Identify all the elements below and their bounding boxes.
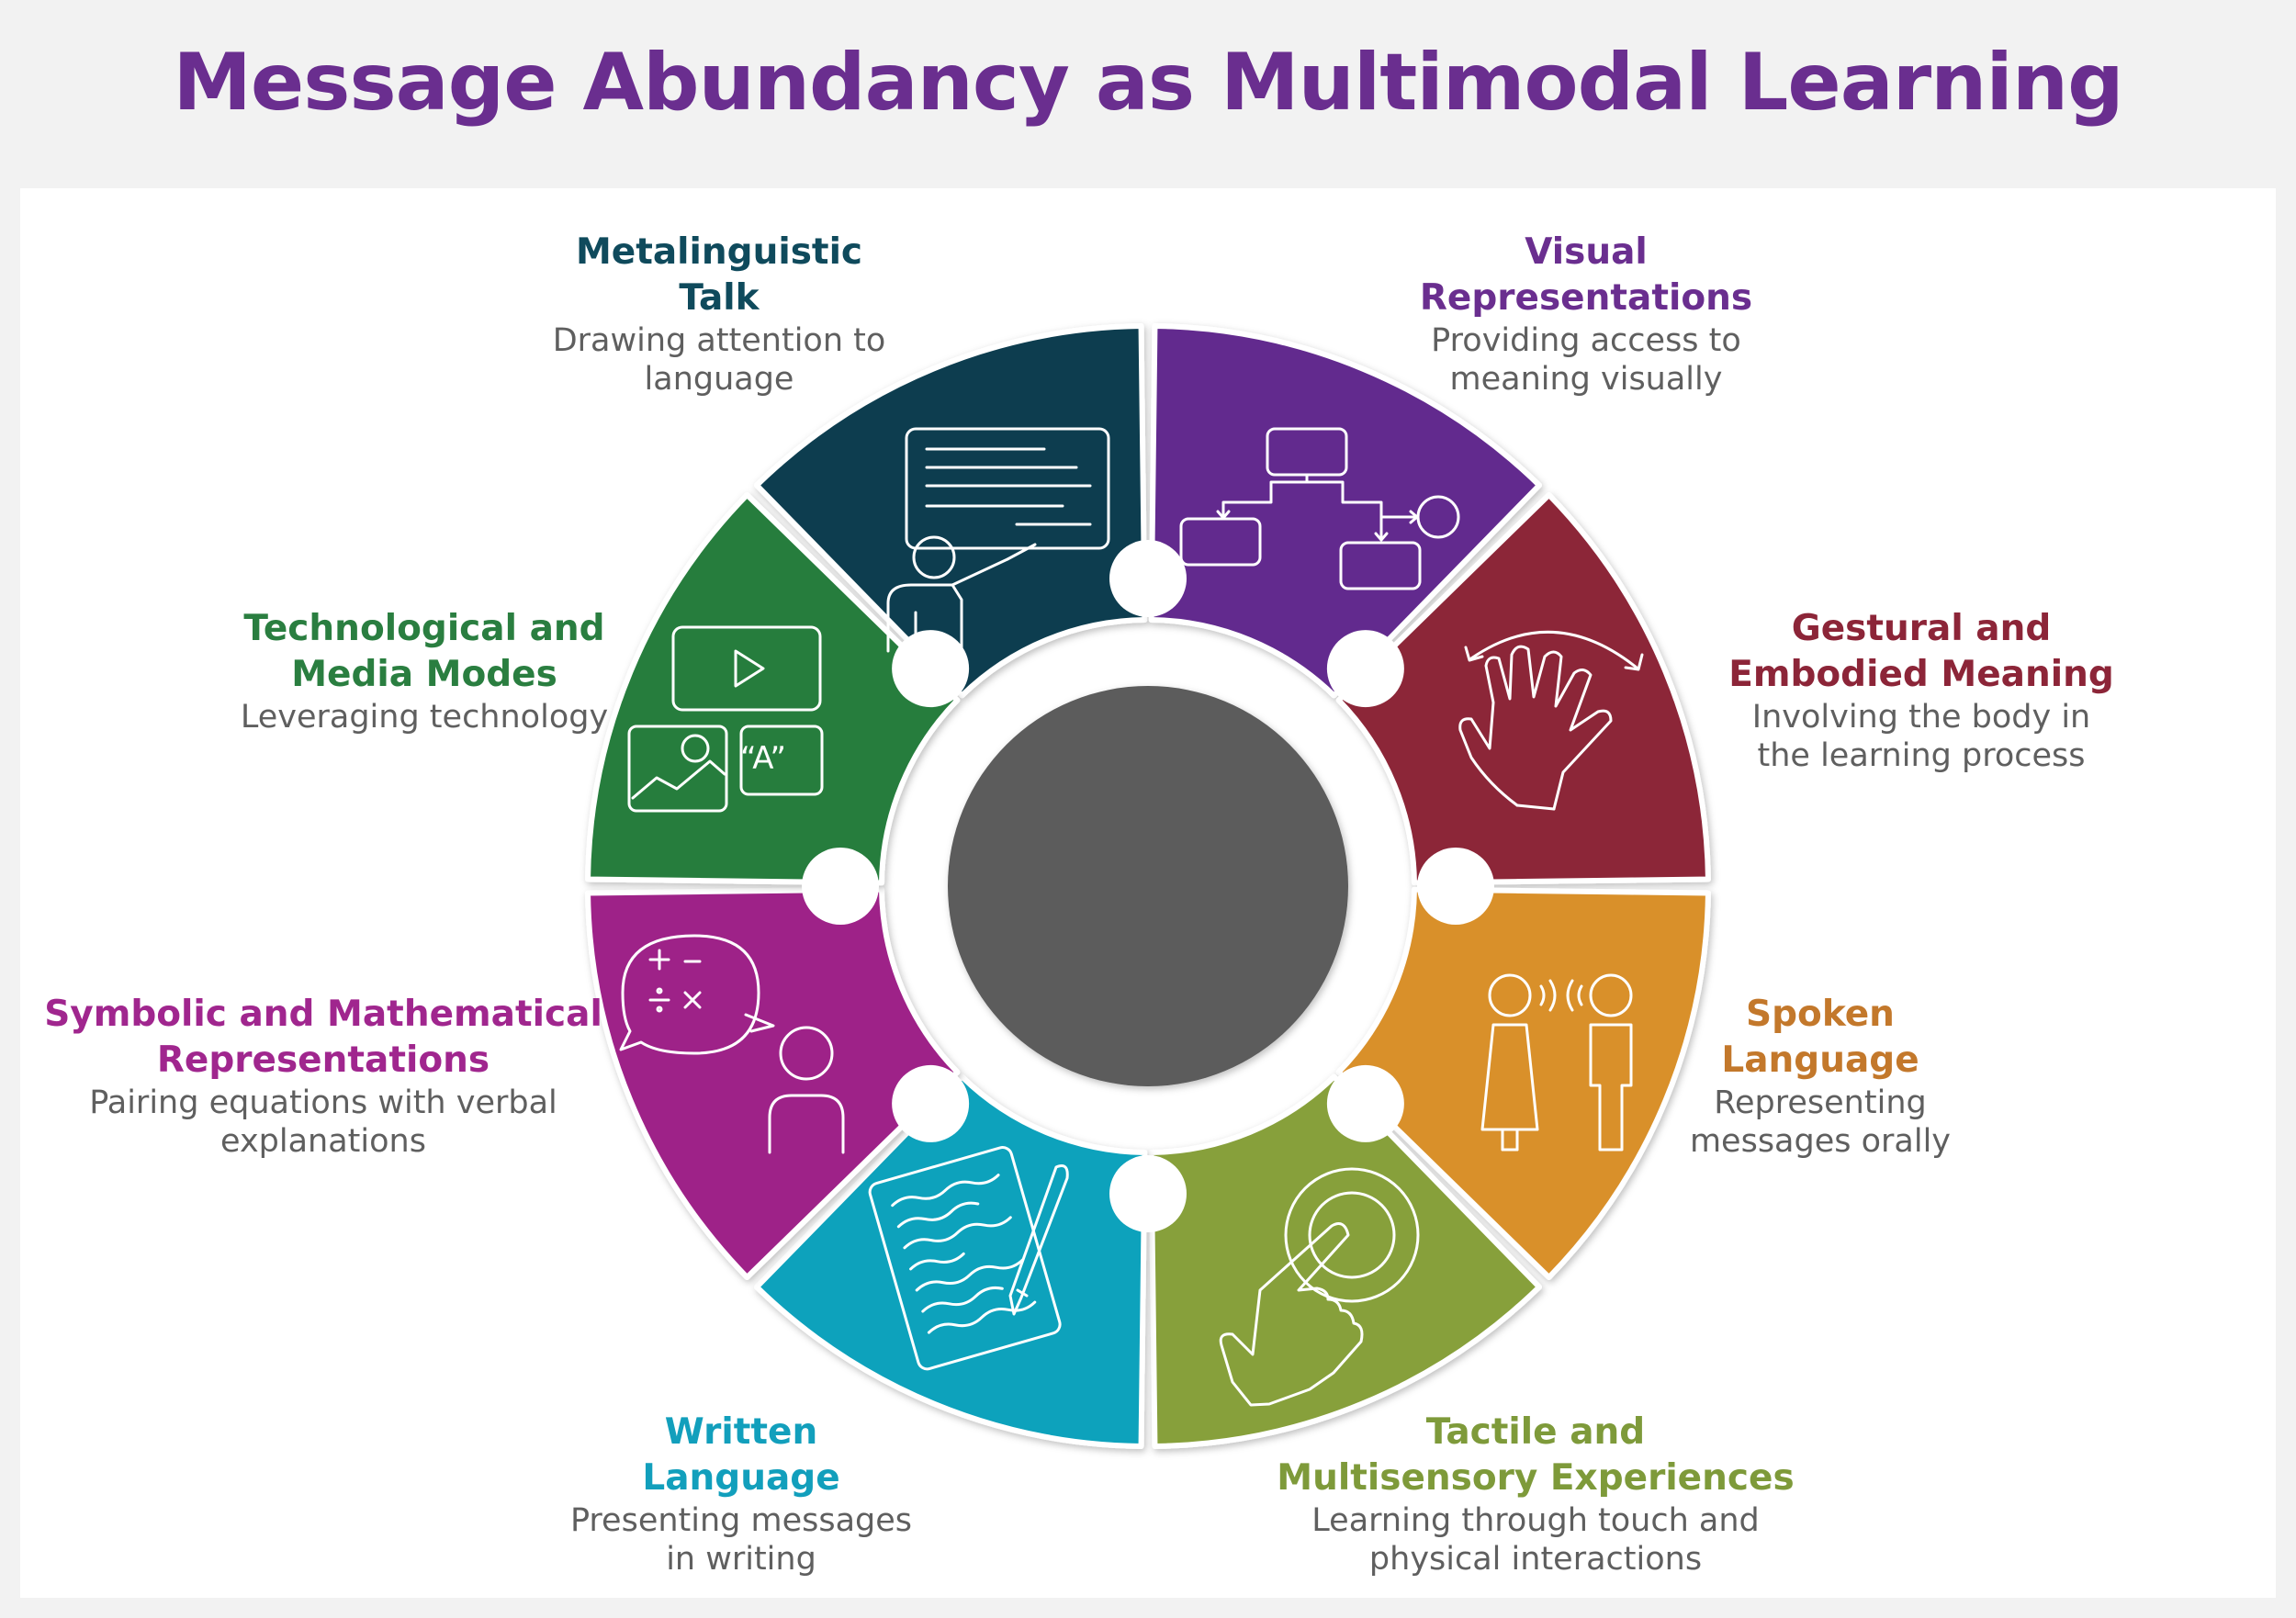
page-title: Message Abundancy as Multimodal Learning: [173, 37, 2123, 129]
label-metalinguistic-talk: Metalinguistic Talk Drawing attention to…: [434, 230, 1004, 399]
center-circle: [948, 686, 1348, 1086]
segment-gestural: [1335, 491, 1711, 886]
label-gestural-embodied: Gestural and Embodied Meaning Involving …: [1637, 606, 2206, 775]
label-tactile-multisensory: Tactile and Multisensory Experiences Lea…: [1251, 1410, 1820, 1579]
flowchart-icon: [1179, 427, 1460, 590]
label-desc-line: in writing: [666, 1541, 816, 1578]
touch-hand-icon: [1219, 1167, 1420, 1407]
label-desc-line: Pairing equations with verbal: [89, 1084, 557, 1121]
label-title-line: Representations: [1419, 277, 1753, 319]
segment-notch: [892, 1064, 970, 1142]
label-desc-line: Providing access to: [1431, 322, 1741, 359]
label-title-line: Language: [642, 1457, 840, 1499]
label-title-line: Visual: [1525, 231, 1648, 273]
label-title-line: Symbolic and Mathematical: [44, 994, 602, 1035]
segment-metalinguistic: [753, 323, 1148, 699]
label-title-line: Spoken: [1746, 994, 1895, 1035]
label-desc-line: meaning visually: [1449, 361, 1723, 398]
label-title-line: Embodied Meaning: [1728, 654, 2114, 695]
label-desc-line: Presenting messages: [569, 1502, 913, 1539]
label-symbolic-mathematical: Symbolic and Mathematical Representation…: [25, 992, 622, 1161]
segment-notch: [1109, 540, 1187, 617]
label-visual-representations: Visual Representations Providing access …: [1301, 230, 1871, 399]
waving-hand-icon: [1458, 630, 1644, 811]
label-title-line: Technological and: [243, 608, 605, 649]
modes-wheel: “A”: [585, 323, 1711, 1449]
label-title-line: Talk: [679, 277, 760, 319]
media-icon: [627, 625, 824, 813]
label-title-line: Written: [664, 1411, 818, 1453]
label-desc-line: Involving the body in: [1751, 699, 2091, 736]
label-desc-line: Drawing attention to: [552, 322, 886, 359]
writing-paper-icon: [868, 1146, 1069, 1371]
label-title-line: Multisensory Experiences: [1277, 1457, 1795, 1499]
segment-symbolic: [585, 886, 961, 1281]
quote-a-text: “A”: [740, 740, 786, 777]
segment-notch: [1326, 630, 1404, 708]
two-people-speaking-icon: [1480, 973, 1633, 1152]
label-title-line: Gestural and: [1791, 608, 2052, 649]
label-desc-line: Leveraging technology: [240, 699, 609, 736]
label-title-line: Tactile and: [1425, 1411, 1646, 1453]
label-desc-line: Learning through touch and: [1311, 1502, 1760, 1539]
segment-spoken: [1335, 886, 1711, 1281]
segment-notch: [1417, 848, 1494, 925]
diagram-panel: “A” Metalinguistic Talk Drawing attentio…: [20, 188, 2276, 1598]
segment-tactile: [1148, 1073, 1543, 1449]
segment-notch: [1109, 1155, 1187, 1232]
segment-visual: [1148, 323, 1543, 699]
label-desc-line: Representing: [1714, 1084, 1927, 1121]
segment-notch: [802, 848, 879, 925]
label-desc-line: the learning process: [1757, 737, 2086, 774]
math-speech-icon: [619, 934, 845, 1154]
label-title-line: Media Modes: [291, 654, 557, 695]
label-desc-line: language: [644, 361, 794, 398]
label-desc-line: physical interactions: [1368, 1541, 1703, 1578]
label-title-line: Representations: [156, 1039, 490, 1081]
label-desc-line: messages orally: [1689, 1123, 1952, 1160]
label-desc-line: explanations: [220, 1123, 426, 1160]
segment-notch: [892, 630, 970, 708]
label-written-language: Written Language Presenting messages in …: [456, 1410, 1026, 1579]
label-technological-media: Technological and Media Modes Leveraging…: [140, 606, 709, 736]
teacher-board-icon: [886, 427, 1110, 653]
label-spoken-language: Spoken Language Representing messages or…: [1536, 992, 2105, 1161]
segment-notch: [1326, 1064, 1404, 1142]
label-title-line: Language: [1721, 1039, 1919, 1081]
label-title-line: Metalinguistic: [575, 231, 863, 273]
